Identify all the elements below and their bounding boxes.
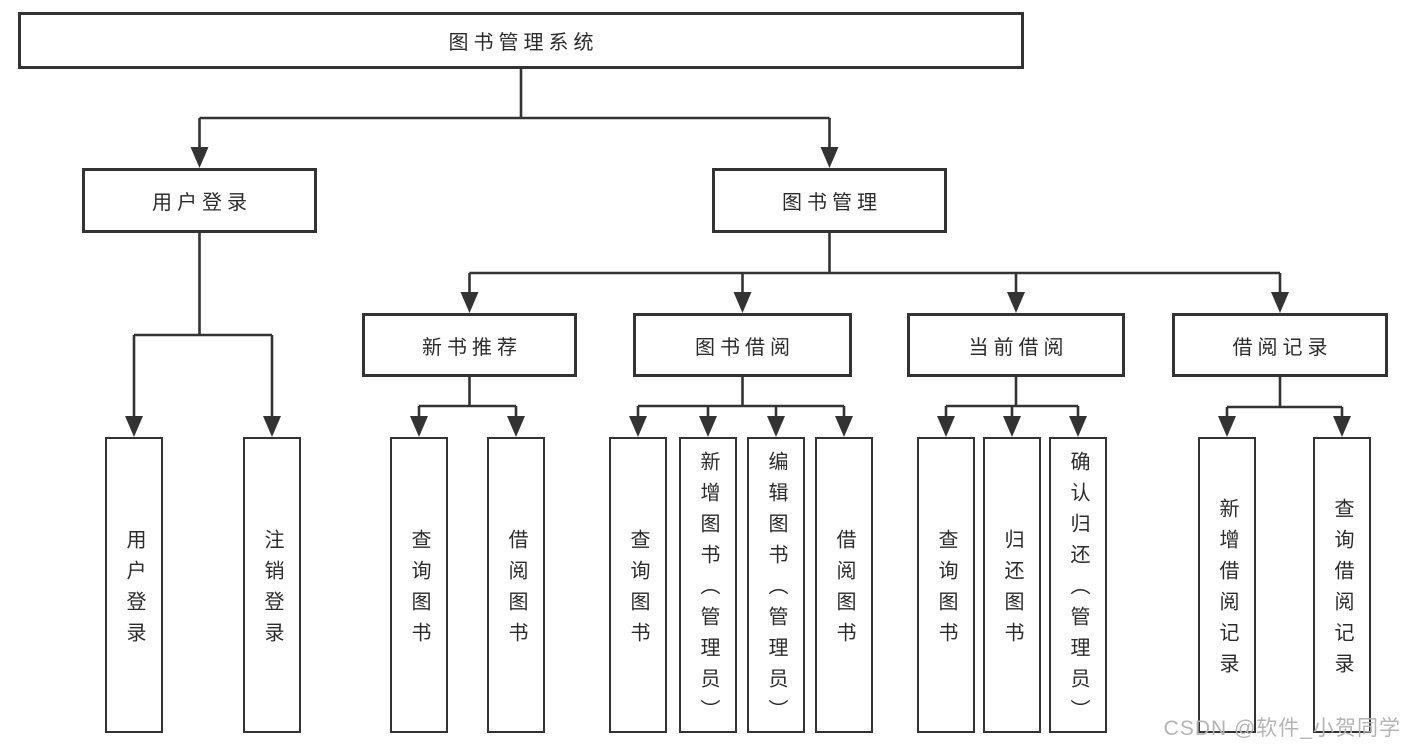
leaf-confirm-return-admin-label: 确认归还（管理员） [1067,451,1089,730]
arrow-down-icon [1271,292,1289,313]
node-root-label: 图书管理系统 [448,32,599,54]
node-borrow-records-label: 借阅记录 [1232,336,1333,359]
leaf-logout-label: 注销登录 [261,528,283,653]
arrow-down-icon [263,416,281,437]
node-new-book-recommend-label: 新书推荐 [422,336,522,359]
leaf-borrow-books-recommend-label: 借阅图书 [505,528,527,653]
node-root: 图书管理系统 [18,12,1024,69]
arrow-down-icon [190,147,209,168]
arrow-down-icon [460,292,479,313]
leaf-confirm-return-admin: 确认归还（管理员） [1049,437,1107,733]
leaf-query-books-recommend-label: 查询图书 [408,528,430,653]
leaf-return-books-label: 归还图书 [1001,528,1023,653]
leaf-query-books-current-label: 查询图书 [935,528,957,653]
node-user-login: 用户登录 [82,168,317,233]
leaf-add-books-admin: 新增图书（管理员） [679,437,737,733]
leaf-user-login-label: 用户登录 [123,528,145,653]
node-book-management: 图书管理 [712,168,947,233]
leaf-edit-books-admin-label: 编辑图书（管理员） [765,451,787,730]
leaf-user-login: 用户登录 [105,437,163,733]
arrow-down-icon [767,416,785,437]
arrow-down-icon [733,292,752,313]
leaf-add-books-admin-label: 新增图书（管理员） [697,451,719,730]
leaf-query-books-current: 查询图书 [917,437,975,733]
node-book-borrow-label: 图书借阅 [695,336,795,359]
arrow-down-icon [1333,416,1351,437]
arrow-down-icon [410,416,428,437]
leaf-query-books-recommend: 查询图书 [390,437,448,733]
connector-new-book-to-leaves [417,377,518,419]
node-user-login-label: 用户登录 [152,192,252,214]
arrow-down-icon [1218,416,1236,437]
node-book-borrow: 图书借阅 [633,313,852,377]
leaf-borrow-books-label: 借阅图书 [833,528,855,653]
node-book-management-label: 图书管理 [782,192,882,214]
leaf-borrow-books-recommend: 借阅图书 [487,437,545,733]
arrow-down-icon [820,147,839,168]
leaf-return-books: 归还图书 [983,437,1041,733]
leaf-query-borrow-record: 查询借阅记录 [1313,437,1371,733]
node-borrow-records: 借阅记录 [1172,313,1388,377]
arrow-down-icon [507,416,525,437]
leaf-query-borrow-record-label: 查询借阅记录 [1331,497,1353,684]
leaf-query-books-borrow-label: 查询图书 [627,528,649,653]
node-current-borrow: 当前借阅 [907,313,1125,377]
arrow-down-icon [699,416,717,437]
connector-current-borrow-to-leaves [944,377,1080,419]
node-new-book-recommend: 新书推荐 [362,313,577,377]
leaf-query-books-borrow: 查询图书 [609,437,667,733]
connector-borrow-records-to-leaves [1225,377,1344,419]
watermark: CSDN @软件_小贺同学 [1163,717,1401,740]
arrow-down-icon [1003,416,1021,437]
arrow-down-icon [835,416,853,437]
node-current-borrow-label: 当前借阅 [968,336,1069,359]
leaf-logout: 注销登录 [243,437,301,733]
connector-user-login-to-leaves [132,233,274,419]
leaf-borrow-books: 借阅图书 [815,437,873,733]
arrow-down-icon [937,416,955,437]
connector-book-management-to-level3 [468,233,1282,295]
arrow-down-icon [1007,292,1025,313]
arrow-down-icon [125,416,143,437]
arrow-down-icon [1069,416,1087,437]
leaf-add-borrow-record-label: 新增借阅记录 [1216,497,1238,684]
connector-book-borrow-to-leaves [636,377,846,419]
connector-root-to-level2 [198,69,831,150]
arrow-down-icon [629,416,647,437]
leaf-edit-books-admin: 编辑图书（管理员） [747,437,805,733]
leaf-add-borrow-record: 新增借阅记录 [1198,437,1256,733]
